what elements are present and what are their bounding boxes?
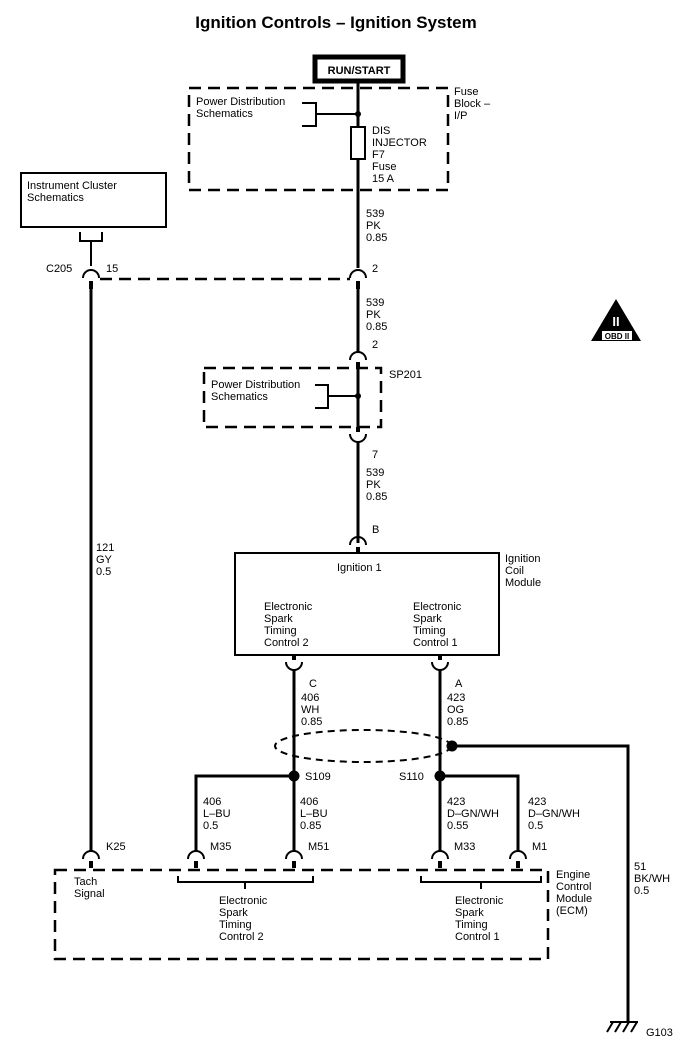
ecm-terminal-m35: [187, 850, 205, 860]
icm-est2-text: Electronic Spark Timing Control 2: [264, 601, 315, 649]
sp201-terminal-bottom: [349, 433, 367, 443]
ecm-pin-m51: M51: [308, 841, 329, 853]
c205-pin-15: 15: [106, 263, 118, 275]
sp201-pds-text: Power Distribution Schematics: [211, 379, 303, 403]
run-start-label: RUN/START: [328, 65, 391, 77]
wire-423-m1-label: 423 D–GN/WH 0.5: [528, 796, 583, 832]
obd-numeral: II: [612, 314, 619, 329]
wire-423-og-label: 423 OG 0.85: [447, 692, 468, 728]
ecm-est2-text: Electronic Spark Timing Control 2: [219, 895, 270, 943]
ecm-label: Engine Control Module (ECM): [556, 869, 595, 917]
splice-pack-sp201: 2 SP201 Power Distribution Schematics 7: [202, 339, 422, 461]
ecm-pin-k25: K25: [106, 841, 126, 853]
fuse-f7-label: DIS INJECTOR F7 Fuse 15 A: [372, 125, 430, 185]
icm-est1-text: Electronic Spark Timing Control 1: [413, 601, 464, 649]
ecm-est2-bracket: [177, 876, 314, 889]
instrument-cluster-box: Instrument Cluster Schematics: [20, 172, 167, 266]
ground-icon: [606, 1021, 638, 1033]
ecm-terminal-m1: [509, 850, 527, 860]
c205-terminal-left: [82, 269, 100, 279]
instrument-cluster-bracket: [79, 232, 103, 266]
ignition-coil-module: B Ignition 1 Ignition Coil Module Electr…: [234, 524, 544, 690]
s110-label: S110: [399, 771, 424, 783]
wire-406-m51-label: 406 L–BU 0.85: [300, 796, 331, 832]
ecm-pin-m33: M33: [454, 841, 475, 853]
diagram-title: Ignition Controls – Ignition System: [195, 13, 476, 32]
c205-pin-2: 2: [372, 263, 378, 275]
sp201-pin-2: 2: [372, 339, 378, 351]
wire-121-label: 121 GY 0.5: [96, 542, 117, 578]
obd-label: OBD II: [605, 332, 629, 341]
wire-423-m1: [440, 774, 520, 851]
sp201-junction: [355, 393, 361, 399]
wire-51-label: 51 BK/WH 0.5: [634, 861, 673, 897]
icm-terminal-c: [285, 661, 303, 671]
sp201-label: SP201: [389, 369, 422, 381]
fuse-block-label: Fuse Block – I/P: [454, 86, 493, 122]
wire-51-drain: [452, 744, 630, 1022]
fuse-block-pds-bracket: [302, 102, 358, 127]
ground-label: G103: [646, 1027, 673, 1039]
icm-terminal-b: [349, 536, 367, 546]
sp201-pin-7: 7: [372, 449, 378, 461]
engine-control-module: Engine Control Module (ECM) Tach Signal …: [53, 868, 595, 961]
wire-406-wh-label: 406 WH 0.85: [301, 692, 322, 728]
shield-ellipse: [274, 729, 452, 763]
c205-label: C205: [46, 263, 72, 275]
icm-label: Ignition Coil Module: [505, 553, 544, 589]
ecm-terminal-k25: [82, 850, 100, 860]
icm-ignition-1: Ignition 1: [337, 562, 382, 574]
obd-ii-symbol: II OBD II: [591, 299, 641, 341]
wire-406-m35-label: 406 L–BU 0.5: [203, 796, 234, 832]
wire-423-m33-label: 423 D–GN/WH 0.55: [447, 796, 502, 832]
icm-terminal-a: [431, 661, 449, 671]
ecm-terminal-m51: [285, 850, 303, 860]
fuse-block: Fuse Block – I/P Power Distribution Sche…: [187, 86, 493, 192]
ecm-tach-signal: Tach Signal: [74, 876, 105, 900]
ecm-est1-bracket: [420, 876, 542, 889]
ecm-pin-terminals: K25 M35 M51 M33 M1: [82, 841, 547, 868]
ecm-est1-text: Electronic Spark Timing Control 1: [455, 895, 506, 943]
icm-pin-b: B: [372, 524, 379, 536]
wire-539-label-a: 539 PK 0.85: [366, 208, 387, 244]
fuse-f7: [350, 126, 366, 160]
wire-539-label-c: 539 PK 0.85: [366, 467, 387, 503]
c205-terminal-right: [349, 269, 367, 279]
sp201-terminal-top: [349, 351, 367, 361]
wire-539-label-b: 539 PK 0.85: [366, 297, 387, 333]
ecm-terminal-m33: [431, 850, 449, 860]
sp201-pds-bracket: [315, 384, 358, 409]
ground-g103: G103: [606, 1021, 673, 1039]
icm-pin-a: A: [455, 678, 463, 690]
fuse-block-pds-text: Power Distribution Schematics: [196, 96, 288, 120]
s109-label: S109: [305, 771, 331, 783]
icm-pin-c: C: [309, 678, 317, 690]
run-start-source: RUN/START: [312, 54, 406, 84]
ecm-pin-m35: M35: [210, 841, 231, 853]
connector-c205: C205 15 2: [46, 263, 378, 289]
ecm-pin-m1: M1: [532, 841, 547, 853]
wire-406-m35: [194, 774, 294, 851]
instrument-cluster-text: Instrument Cluster Schematics: [27, 180, 120, 204]
